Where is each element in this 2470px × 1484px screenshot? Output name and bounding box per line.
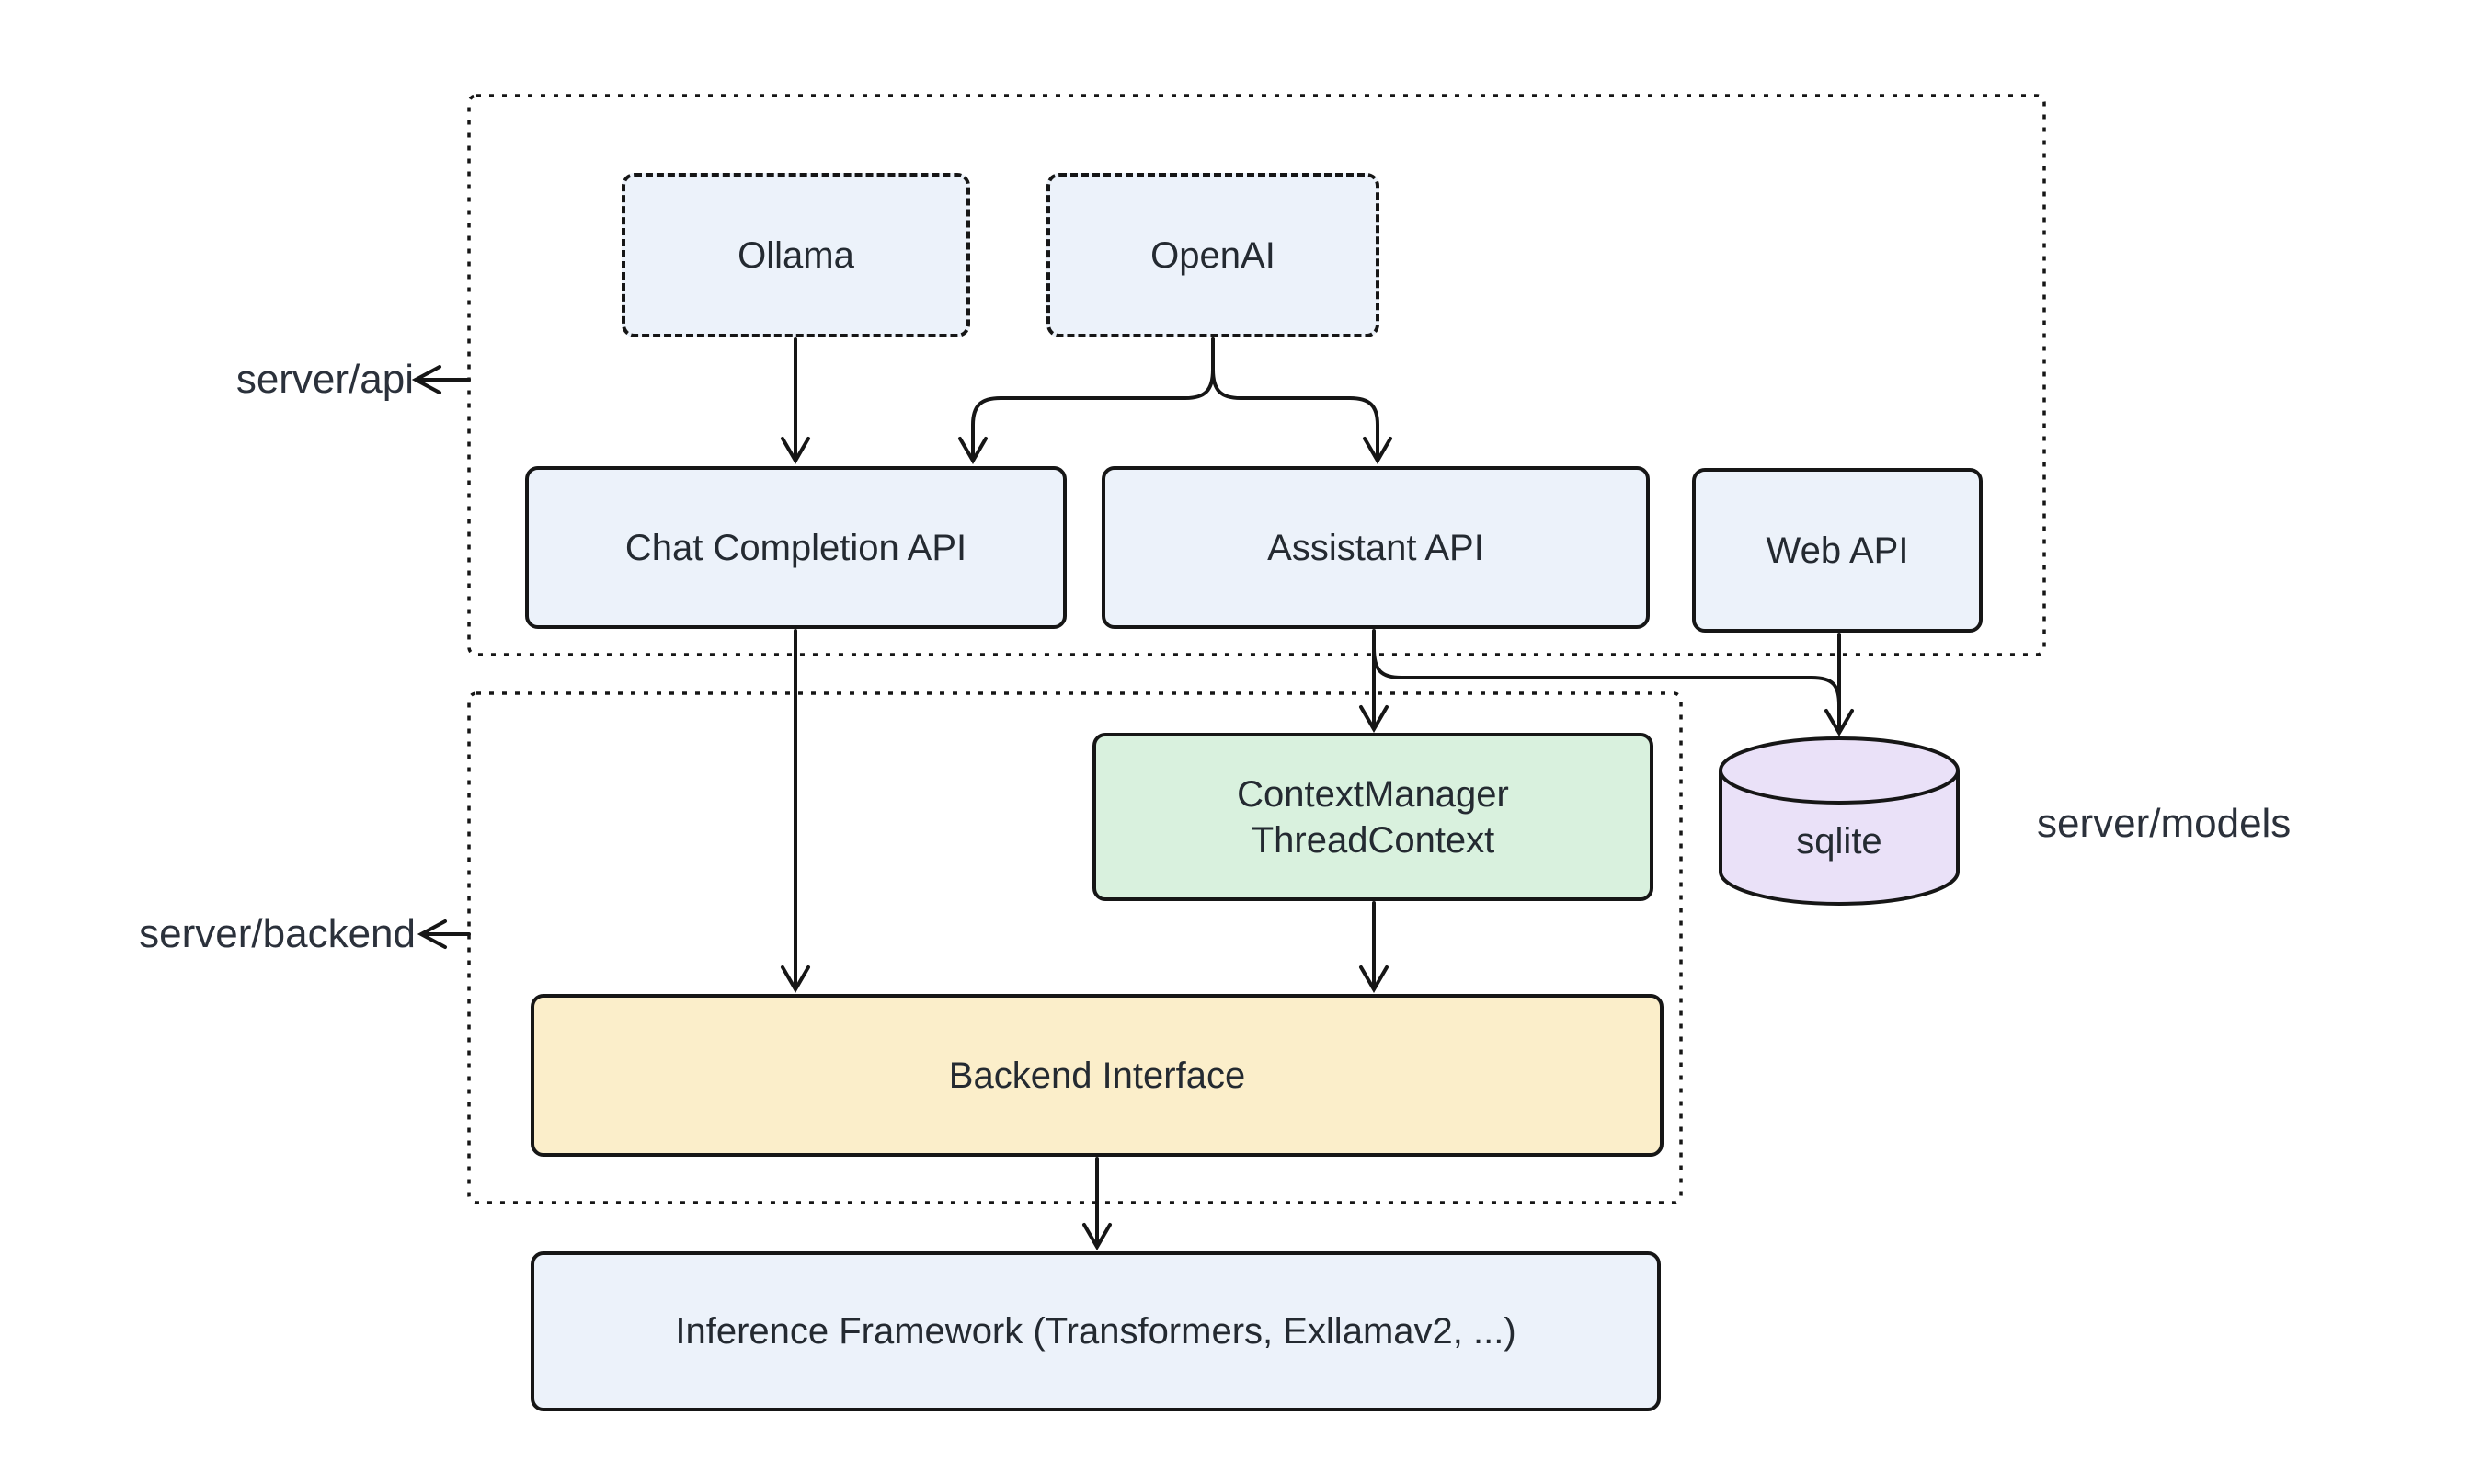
- node-context-manager-line1: ContextManager: [1237, 773, 1509, 815]
- node-assistant-api-label: Assistant API: [1267, 527, 1484, 568]
- edge-backend-interface-to-inference: [1082, 1157, 1112, 1250]
- edge-context-manager-to-backend-interface: [1359, 901, 1389, 993]
- node-context-manager: ContextManager ThreadContext: [1092, 733, 1653, 901]
- arrow-server-backend-label: [417, 919, 471, 949]
- node-backend-interface-label: Backend Interface: [948, 1055, 1246, 1096]
- node-context-manager-line2: ThreadContext: [1251, 819, 1495, 861]
- node-openai-label: OpenAI: [1150, 234, 1275, 276]
- edge-openai-to-assistant: [1211, 337, 1392, 464]
- label-server-api: server/api: [235, 357, 414, 402]
- arrow-server-api-label: [411, 365, 471, 394]
- node-inference-framework: Inference Framework (Transformers, Exlla…: [531, 1251, 1661, 1411]
- label-server-models: server/models: [2037, 801, 2292, 846]
- edge-ollama-to-chat-completion: [781, 337, 810, 464]
- node-sqlite-label: sqlite: [1796, 821, 1882, 862]
- edge-assistant-to-sqlite: [1372, 646, 1841, 707]
- node-web-api: Web API: [1692, 468, 1983, 633]
- edge-web-api-to-sqlite: [1824, 633, 1854, 736]
- node-web-api-label: Web API: [1766, 530, 1909, 571]
- edge-chat-completion-to-backend-interface: [781, 629, 810, 993]
- node-assistant-api: Assistant API: [1102, 466, 1650, 629]
- node-openai: OpenAI: [1046, 173, 1379, 337]
- sqlite-cylinder-top: [1719, 736, 1960, 805]
- node-inference-framework-label: Inference Framework (Transformers, Exlla…: [675, 1311, 1516, 1352]
- node-backend-interface: Backend Interface: [531, 994, 1664, 1157]
- edge-openai-to-chat-completion: [958, 337, 1215, 464]
- node-chat-completion-api: Chat Completion API: [525, 466, 1067, 629]
- node-chat-completion-api-label: Chat Completion API: [624, 527, 967, 568]
- node-ollama-label: Ollama: [738, 234, 854, 276]
- edge-assistant-to-context-manager: [1359, 629, 1389, 733]
- node-ollama: Ollama: [622, 173, 970, 337]
- label-server-backend: server/backend: [139, 911, 416, 956]
